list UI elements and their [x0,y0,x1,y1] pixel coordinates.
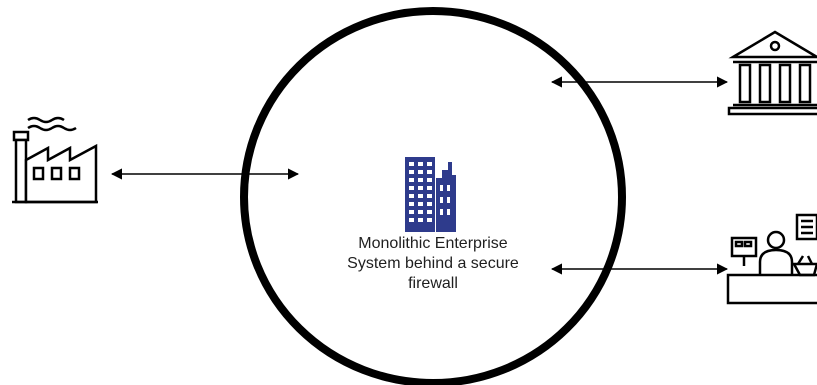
office-buildings-icon [405,157,456,232]
firewall-boundary-circle [240,7,626,385]
center-label-line-3: firewall [408,275,458,292]
center-label-line-1: Monolithic Enterprise [358,235,508,252]
cashier-checkout-icon [726,213,817,305]
bank-icon [727,30,817,116]
center-system-label: Monolithic Enterprise System behind a se… [318,234,548,294]
center-label-line-2: System behind a secure [347,255,519,272]
factory-icon [12,116,98,204]
